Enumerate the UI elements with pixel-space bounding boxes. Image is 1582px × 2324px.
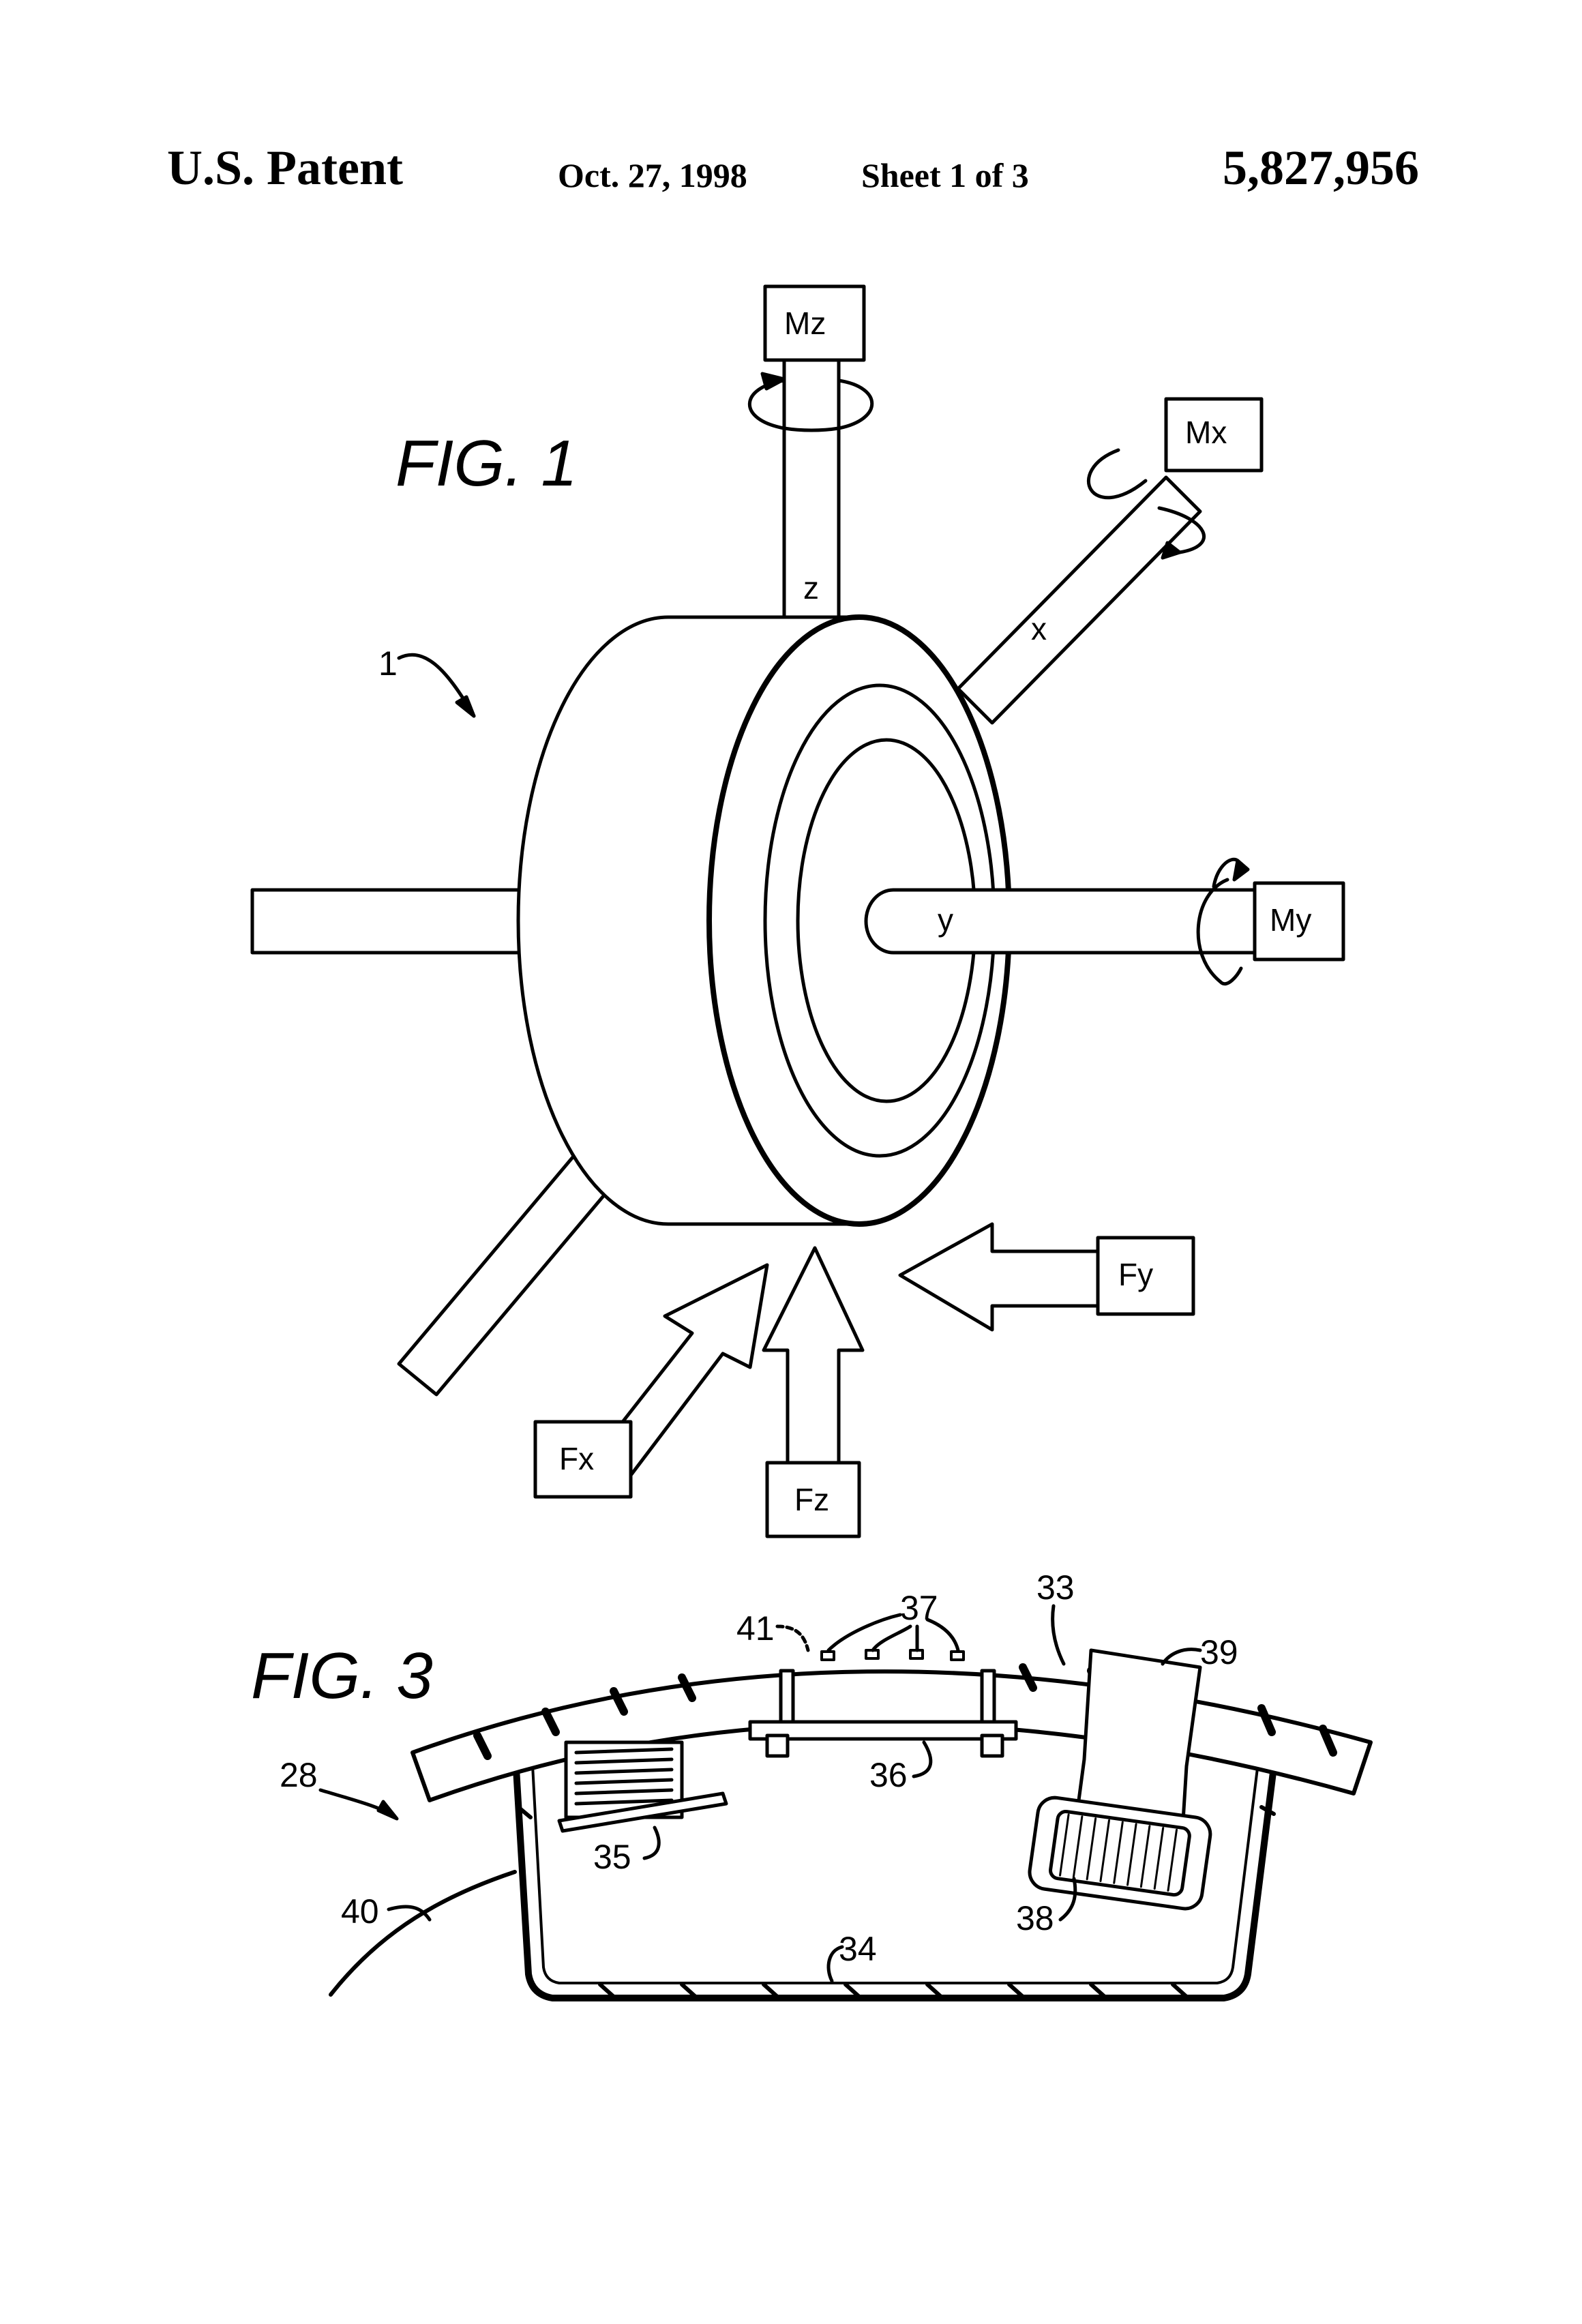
ref-39: 39 (1200, 1633, 1238, 1671)
fy-arrow (898, 1222, 1100, 1332)
y-axis-shaft (864, 888, 1257, 955)
mz-arrowhead (760, 372, 786, 391)
mx-arrowhead (1161, 541, 1182, 560)
leader-36 (912, 1740, 933, 1778)
bolt-left (765, 1733, 790, 1758)
cover-slots-37 (820, 1649, 965, 1661)
ref-28: 28 (280, 1756, 318, 1794)
leader-39 (1161, 1648, 1202, 1666)
ref-33: 33 (1036, 1568, 1075, 1607)
mx-label: Mx (1185, 415, 1227, 450)
fx-box (533, 1420, 633, 1499)
fz-label: Fz (794, 1482, 829, 1517)
mx-rotation-arrow (1087, 448, 1206, 554)
bracket-post-right (980, 1669, 996, 1724)
header-patent-label: U.S. Patent (167, 140, 403, 195)
left-shaft (250, 888, 527, 955)
mx-box (1164, 397, 1264, 473)
fig1-drawing: FIG. 1 1 z x y (250, 284, 1345, 1538)
leader-34 (826, 1945, 844, 1983)
component-35 (557, 1740, 728, 1833)
fig1-leader-arrowhead (455, 695, 476, 718)
header-sheet-number: Sheet 1 of 3 (861, 156, 1029, 194)
x-axis-shaft (956, 475, 1202, 725)
header-patent-number: 5,827,956 (1223, 140, 1419, 195)
fz-arrow (762, 1246, 865, 1465)
z-axis-shaft (782, 356, 841, 629)
leader-33 (1051, 1604, 1066, 1666)
fig1-title: FIG. 1 (395, 427, 578, 500)
ref-38: 38 (1016, 1899, 1054, 1937)
fy-box (1096, 1236, 1195, 1316)
axis-label-z: z (803, 570, 819, 606)
axis-label-y: y (938, 902, 953, 938)
leader-41 (775, 1624, 810, 1652)
bracket-post-left (779, 1669, 795, 1724)
ref-35: 35 (593, 1838, 631, 1876)
axis-label-x: x (1031, 611, 1047, 646)
ref-36: 36 (869, 1756, 908, 1794)
my-label: My (1270, 902, 1311, 938)
fy-label: Fy (1118, 1257, 1153, 1292)
my-arrowhead (1232, 859, 1250, 882)
bracket-36 (748, 1720, 1018, 1741)
fx-label: Fx (559, 1441, 594, 1476)
housing-hatching (516, 1805, 1276, 1999)
ref-34: 34 (839, 1930, 877, 1968)
leader-40 (387, 1905, 432, 1922)
leader-28-arrowhead (376, 1800, 399, 1821)
leader-37 (826, 1613, 960, 1652)
fig1-ref-1: 1 (378, 644, 398, 683)
mz-label: Mz (784, 306, 826, 341)
fig3-drawing: FIG. 3 (251, 1568, 1373, 2001)
mz-box (763, 284, 866, 362)
leader-35 (642, 1826, 661, 1860)
ref-41: 41 (736, 1609, 775, 1648)
ref-40: 40 (341, 1892, 379, 1931)
my-box (1253, 881, 1345, 962)
fz-box (765, 1461, 861, 1538)
fig3-title: FIG. 3 (251, 1639, 433, 1712)
header-date: Oct. 27, 1998 (558, 156, 747, 194)
my-rotation-arrow (1196, 857, 1243, 985)
diagonal-lower-shaft (397, 1147, 619, 1397)
leader-38 (1058, 1877, 1077, 1922)
curved-wall-40 (329, 1870, 517, 1997)
housing-cup-outer (511, 1742, 1279, 2001)
housing-cup-inner (531, 1751, 1259, 1984)
bolt-right (980, 1733, 1004, 1758)
